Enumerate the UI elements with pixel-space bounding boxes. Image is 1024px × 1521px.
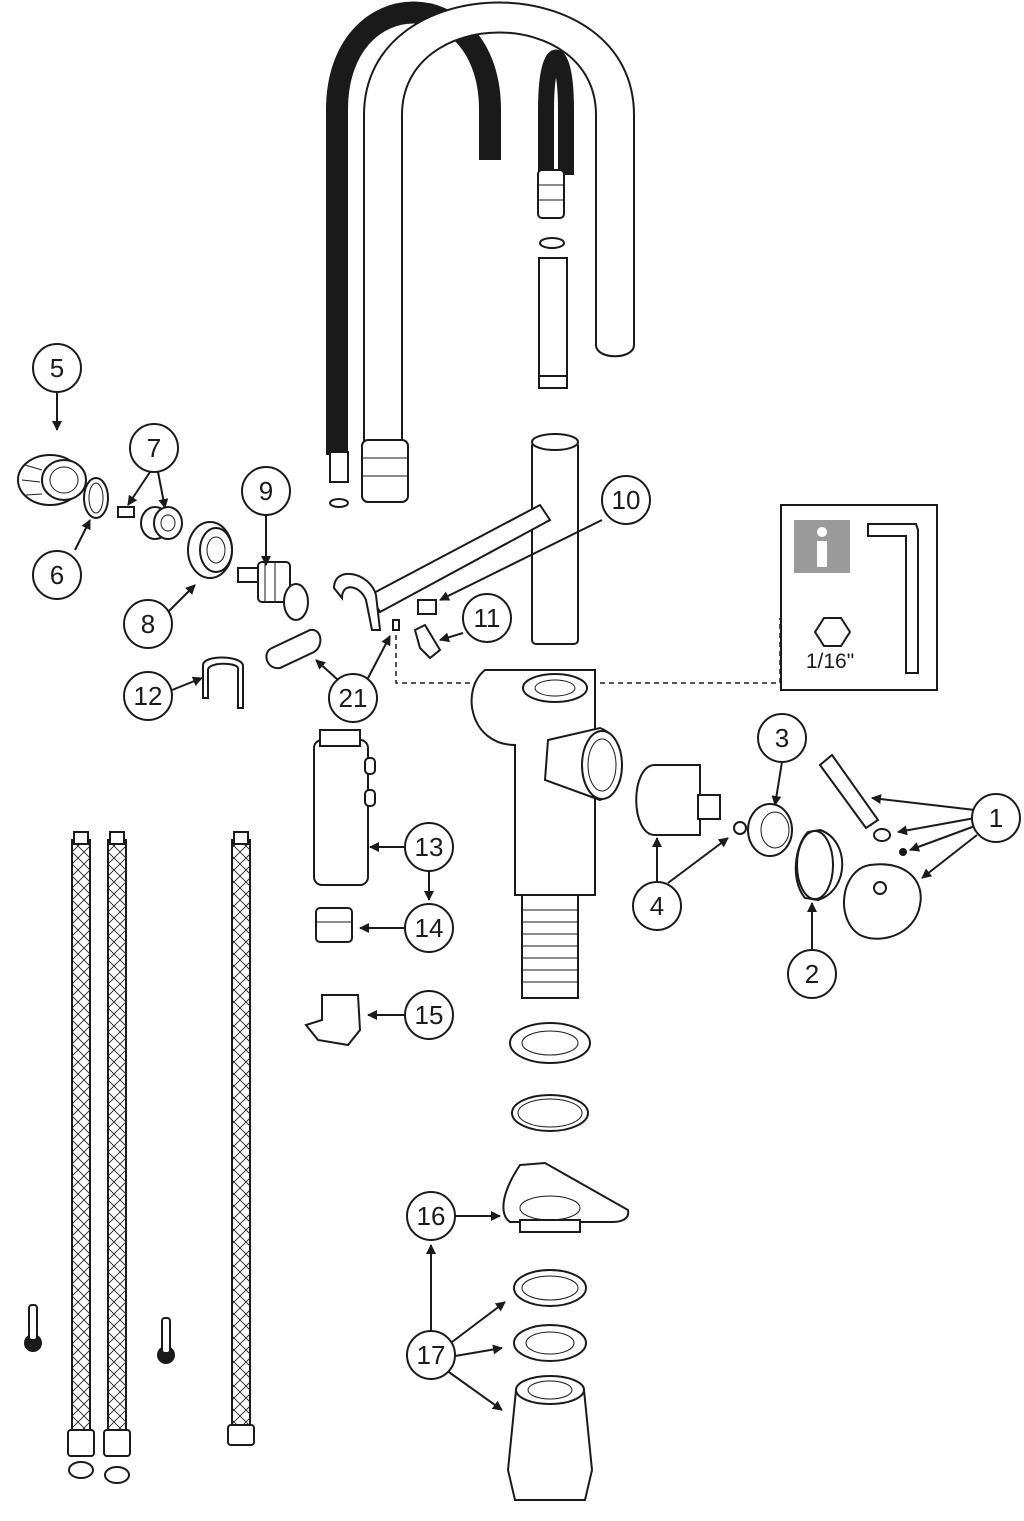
callout-15: 15 bbox=[404, 990, 454, 1040]
callout-14: 14 bbox=[404, 903, 454, 953]
svg-text:17: 17 bbox=[417, 1340, 446, 1370]
svg-text:2: 2 bbox=[805, 959, 819, 989]
hex-key-size-label: 1/16" bbox=[806, 650, 854, 673]
spout-insert-tube bbox=[538, 257, 568, 389]
svg-text:10: 10 bbox=[612, 485, 641, 515]
hose-connector bbox=[537, 169, 565, 219]
callout-6: 6 bbox=[32, 550, 82, 600]
callout-5: 5 bbox=[32, 343, 82, 393]
part-9-cartridge bbox=[237, 561, 309, 621]
part-15-key-tool bbox=[304, 994, 362, 1047]
cartridge-screw bbox=[417, 599, 437, 615]
svg-text:3: 3 bbox=[775, 723, 789, 753]
callout-7: 7 bbox=[129, 423, 179, 473]
svg-text:8: 8 bbox=[141, 609, 155, 639]
part-17-mounting-set bbox=[506, 1269, 594, 1501]
svg-text:9: 9 bbox=[259, 476, 273, 506]
callout-12: 12 bbox=[123, 671, 173, 721]
clip-11 bbox=[413, 623, 442, 660]
callout-16: 16 bbox=[406, 1191, 456, 1241]
svg-text:4: 4 bbox=[650, 891, 664, 921]
svg-text:5: 5 bbox=[50, 353, 64, 383]
faucet-body bbox=[470, 669, 623, 999]
hexagon-icon bbox=[813, 617, 852, 647]
part-2-collar bbox=[794, 828, 844, 902]
svg-text:1: 1 bbox=[989, 803, 1003, 833]
callout-9: 9 bbox=[241, 466, 291, 516]
callout-1: 1 bbox=[971, 793, 1021, 843]
spout-base-nut bbox=[361, 439, 409, 503]
svg-text:11: 11 bbox=[474, 603, 501, 633]
o-ring bbox=[539, 237, 565, 249]
part-6-washer bbox=[83, 477, 109, 519]
callout-2: 2 bbox=[787, 949, 837, 999]
leader-arrows bbox=[52, 393, 978, 1411]
spout-gooseneck bbox=[326, 1, 635, 508]
supply-hoses bbox=[24, 831, 255, 1484]
part-7-stem-parts bbox=[117, 506, 183, 540]
callout-17: 17 bbox=[406, 1330, 456, 1380]
part-4-cartridge bbox=[635, 764, 747, 836]
callout-13: 13 bbox=[404, 822, 454, 872]
part-14-aerator bbox=[315, 907, 353, 943]
callout-4: 4 bbox=[632, 881, 682, 931]
part-13-sprayer bbox=[313, 729, 376, 886]
part-5-bonnet-nut bbox=[17, 454, 87, 506]
handle-lever bbox=[818, 753, 880, 830]
svg-text:21: 21 bbox=[339, 683, 368, 713]
allen-key-icon bbox=[867, 523, 919, 674]
callout-21: 21 bbox=[328, 673, 378, 723]
svg-text:6: 6 bbox=[50, 560, 64, 590]
svg-text:12: 12 bbox=[134, 681, 163, 711]
svg-text:14: 14 bbox=[415, 913, 444, 943]
svg-text:15: 15 bbox=[415, 1000, 444, 1030]
callout-8: 8 bbox=[123, 599, 173, 649]
callout-11: 11 bbox=[462, 593, 512, 643]
part-3-ring bbox=[747, 803, 793, 857]
mounting-washer bbox=[509, 1022, 591, 1064]
part-16-bracket bbox=[502, 1161, 630, 1233]
callout-3: 3 bbox=[757, 713, 807, 763]
callout-10: 10 bbox=[601, 475, 651, 525]
part-12-clip bbox=[202, 656, 244, 709]
svg-text:16: 16 bbox=[417, 1201, 446, 1231]
svg-text:7: 7 bbox=[147, 433, 161, 463]
mounting-gasket bbox=[511, 1094, 589, 1132]
part-8-ring bbox=[187, 521, 233, 579]
part-1-handle bbox=[818, 753, 922, 940]
svg-text:13: 13 bbox=[415, 832, 444, 862]
tool-info-box: 1/16" bbox=[780, 504, 938, 691]
part-21-sleeve bbox=[265, 628, 322, 670]
